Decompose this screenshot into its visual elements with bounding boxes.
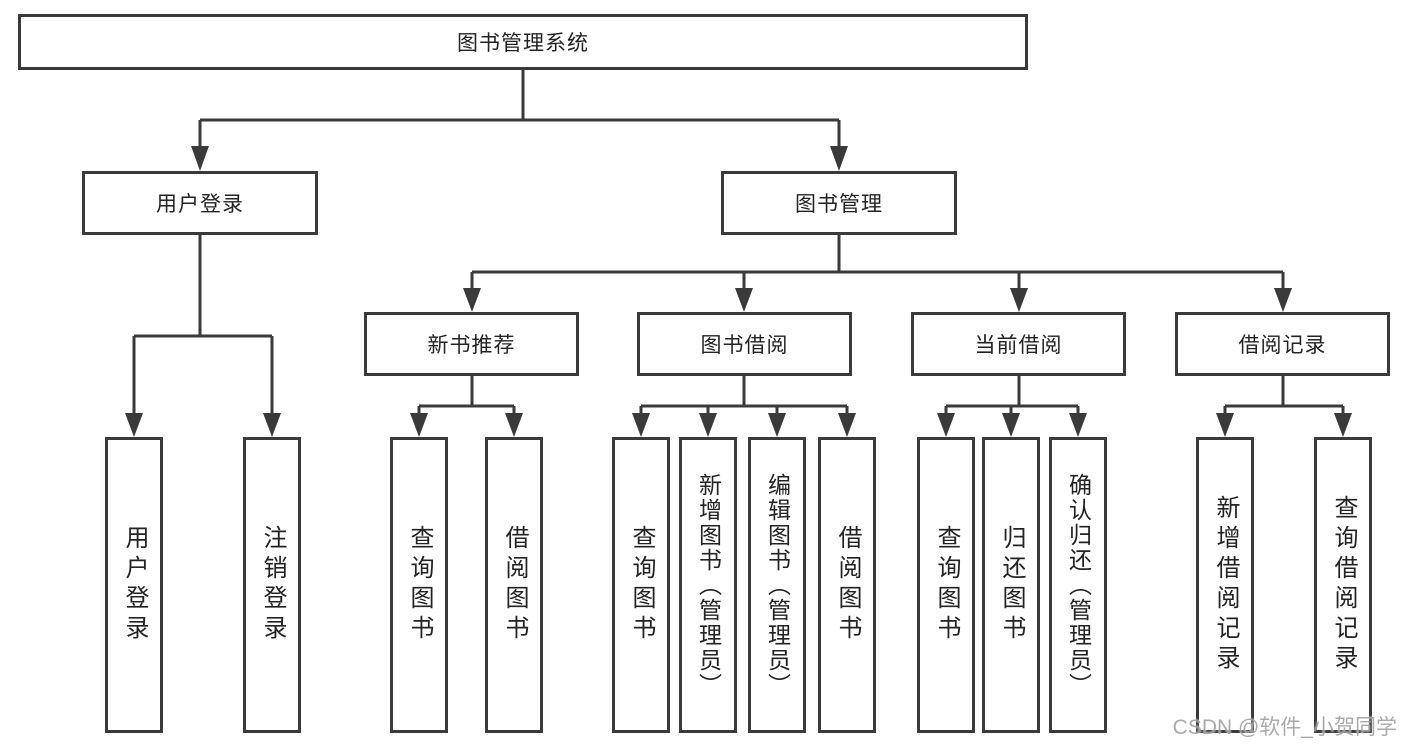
node-current-borrowing: 当前借阅 <box>911 312 1126 376</box>
connector-root-to-level2 <box>198 70 841 150</box>
node-records-query-record: 查询借阅记录 <box>1314 437 1372 733</box>
node-user-login-branch-label: 用户登录 <box>156 193 244 216</box>
node-recommend-borrow-books-label: 借阅图书 <box>501 525 528 645</box>
node-current-confirm-return-admin-label: 确认归还（管理员） <box>1065 472 1092 698</box>
connector-borrow-split <box>639 376 849 416</box>
node-recommend-query-books: 查询图书 <box>390 437 448 733</box>
node-current-borrowing-label: 当前借阅 <box>974 334 1063 357</box>
node-current-query-books-label: 查询图书 <box>933 525 960 645</box>
node-borrowing-query-books-label: 查询图书 <box>628 525 655 645</box>
node-borrowing-query-books: 查询图书 <box>612 437 670 733</box>
node-user-login-leaf-label: 用户登录 <box>121 525 148 645</box>
connector-current-split <box>944 376 1080 416</box>
node-records-add-record: 新增借阅记录 <box>1196 437 1254 733</box>
node-records-query-record-label: 查询借阅记录 <box>1330 495 1357 675</box>
node-borrowing-add-books-admin-label: 新增图书（管理员） <box>695 472 722 698</box>
node-current-return-books-label: 归还图书 <box>998 525 1025 645</box>
connector-recommend-split <box>417 376 516 416</box>
node-library-system-label: 图书管理系统 <box>457 32 589 55</box>
node-book-management-branch: 图书管理 <box>721 171 957 235</box>
node-user-login-leaf: 用户登录 <box>105 437 163 733</box>
node-borrowing-borrow-books-label: 借阅图书 <box>834 525 861 645</box>
node-current-return-books: 归还图书 <box>982 437 1040 733</box>
node-new-book-recommend-label: 新书推荐 <box>427 334 516 357</box>
node-library-system: 图书管理系统 <box>18 14 1028 70</box>
node-borrowing-records-label: 借阅记录 <box>1238 334 1327 357</box>
node-book-borrowing: 图书借阅 <box>637 312 852 376</box>
node-logout-leaf-label: 注销登录 <box>259 525 286 645</box>
node-recommend-borrow-books: 借阅图书 <box>485 437 543 733</box>
node-borrowing-edit-books-admin: 编辑图书（管理员） <box>748 437 806 733</box>
node-user-login-branch: 用户登录 <box>82 171 318 235</box>
node-borrowing-borrow-books: 借阅图书 <box>818 437 876 733</box>
node-recommend-query-books-label: 查询图书 <box>406 525 433 645</box>
node-borrowing-add-books-admin: 新增图书（管理员） <box>679 437 737 733</box>
node-records-add-record-label: 新增借阅记录 <box>1212 495 1239 675</box>
node-current-confirm-return-admin: 确认归还（管理员） <box>1049 437 1107 733</box>
node-borrowing-edit-books-admin-label: 编辑图书（管理员） <box>764 472 791 698</box>
node-borrowing-records: 借阅记录 <box>1175 312 1390 376</box>
node-logout-leaf: 注销登录 <box>243 437 301 733</box>
arrowheads <box>125 146 1352 437</box>
watermark: CSDN @软件_小贺同学 <box>1172 716 1397 739</box>
connector-records-split <box>1223 376 1345 416</box>
node-book-borrowing-label: 图书借阅 <box>700 334 789 357</box>
connector-book-to-level3 <box>470 235 1285 291</box>
connector-user-split <box>132 235 274 416</box>
node-new-book-recommend: 新书推荐 <box>364 312 579 376</box>
node-book-management-branch-label: 图书管理 <box>795 193 883 216</box>
node-current-query-books: 查询图书 <box>917 437 975 733</box>
